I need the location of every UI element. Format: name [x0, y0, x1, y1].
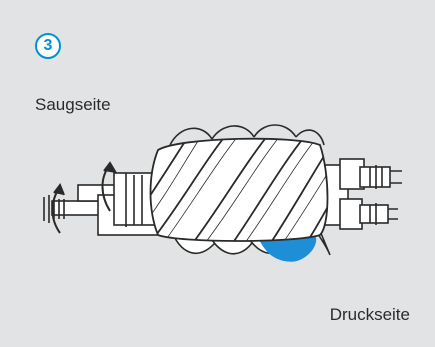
- left-shafts: [44, 173, 158, 235]
- step-number-badge: 3: [35, 33, 61, 59]
- right-shafts: [318, 159, 402, 229]
- main-rotor-body: [130, 125, 348, 247]
- pressure-side-label: Druckseite: [330, 305, 410, 325]
- screw-compressor-rotors-icon: [30, 115, 415, 285]
- suction-side-label: Saugseite: [35, 95, 111, 115]
